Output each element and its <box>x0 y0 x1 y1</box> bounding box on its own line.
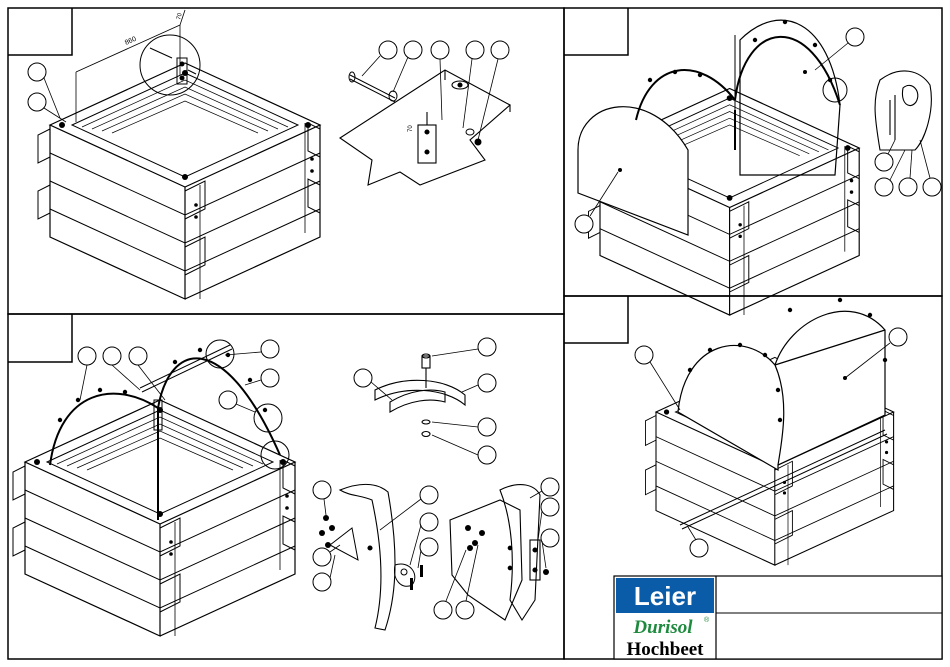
mount-screws <box>319 515 423 590</box>
curved-cover <box>678 311 885 470</box>
clip-detail <box>875 71 931 150</box>
leier-logo-text: Leier <box>634 581 696 611</box>
step-2-detail-hoop-mount <box>313 481 438 630</box>
detail-magnifier-circle <box>140 35 200 95</box>
carriage-bolt <box>349 72 397 102</box>
step-4-finished-cover <box>635 298 907 565</box>
product-name: Hochbeet <box>626 639 704 660</box>
curved-strip <box>340 484 395 630</box>
step-2-detail-arc-joint <box>354 338 496 464</box>
dimension-offset-label: 70 <box>176 12 184 21</box>
mount-plate <box>330 528 415 586</box>
durisol-registered-mark: ® <box>704 616 710 624</box>
step-3-cover-sheets <box>575 20 941 315</box>
title-block: Leier Durisol ® Hochbeet <box>614 576 942 660</box>
callout-bubbles <box>28 63 46 111</box>
durisol-logo-text: Durisol <box>632 617 693 638</box>
leier-logo: Leier <box>616 578 714 613</box>
step-2-detail-bracket <box>434 478 559 620</box>
step-2-hoops-assembly <box>13 340 295 636</box>
half-disc-panel-front <box>578 107 688 235</box>
center-post <box>140 345 232 430</box>
step-1-detail-bolt-connection: 70 <box>340 41 510 185</box>
detail-dimension-label: 70 <box>408 125 414 132</box>
